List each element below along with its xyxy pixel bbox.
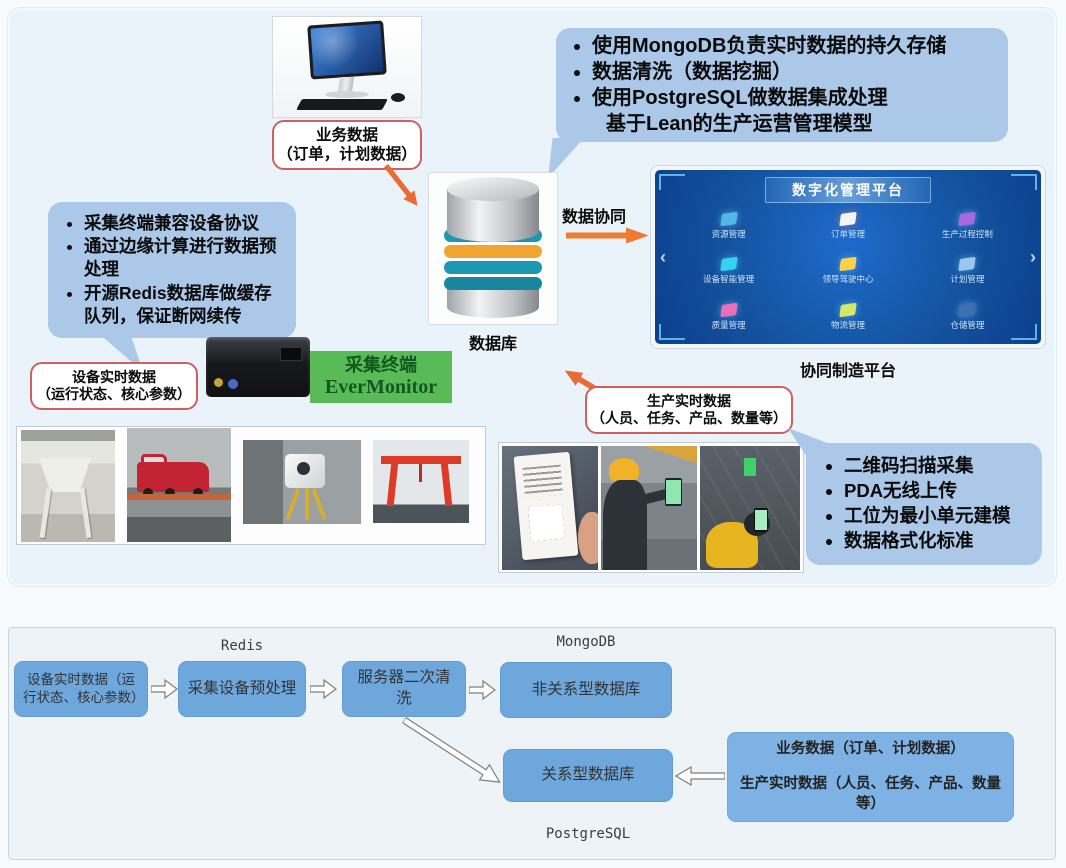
database-caption: 数据库 <box>468 336 517 353</box>
business-to-database-arrow <box>383 163 418 206</box>
scan-bullet-4: 数据格式化标准 <box>844 529 1011 554</box>
platform-module: 资源管理 <box>669 204 788 249</box>
module-icon <box>839 257 857 272</box>
flow-box-nosql-db: 非关系型数据库 <box>500 662 672 718</box>
platform-caption: 协同制造平台 <box>799 363 896 380</box>
flow-box-source-data: 业务数据（订单、计划数据） 生产实时数据（人员、任务、产品、数量等） <box>727 732 1014 822</box>
flow-arrow-left <box>675 766 725 786</box>
module-icon <box>839 302 857 318</box>
scan-bullet-3: 工位为最小单元建模 <box>844 504 1011 529</box>
module-icon <box>958 257 977 272</box>
edge-bullet-3: 开源Redis数据库做缓存队列，保证断网续传 <box>84 282 286 328</box>
io-port-icon <box>280 347 302 361</box>
antenna-connector-icon <box>228 379 238 389</box>
photo-qr-tag <box>502 446 598 570</box>
scan-bullet-2: PDA无线上传 <box>844 479 1011 504</box>
photo-mixing-plant <box>21 430 115 542</box>
database-cylinder-icon <box>444 177 542 318</box>
corner-bracket-icon <box>659 174 685 190</box>
platform-screen: 数字化管理平台 ‹ › 资源管理 订单管理 生产过程控制 设备智能管理 领导驾驶… <box>655 170 1041 344</box>
hard-hat-icon <box>609 458 639 482</box>
computer-keyboard-icon <box>296 99 388 110</box>
storage-callout: 使用MongoDB负责实时数据的持久存储 数据清洗（数据挖掘） 使用Postgr… <box>556 28 1008 142</box>
redis-label: Redis <box>220 638 264 654</box>
photo-gantry-crane <box>373 440 469 523</box>
collector-badge: 采集终端 EverMonitor <box>310 351 452 403</box>
flow-arrow-1 <box>151 679 178 699</box>
flow-arrow-diagonal <box>401 716 501 783</box>
photo-worker-scanning <box>601 446 697 570</box>
platform-module: 计划管理 <box>908 249 1027 294</box>
edge-callout: 采集终端兼容设备协议 通过边缘计算进行数据预处理 开源Redis数据库做缓存队列… <box>48 202 296 338</box>
corner-bracket-icon <box>659 324 685 340</box>
business-data-line1: 业务数据 <box>315 126 378 144</box>
module-icon <box>958 302 977 318</box>
storage-bullet-1: 使用MongoDB负责实时数据的持久存储 <box>592 33 946 59</box>
module-icon <box>958 211 977 227</box>
photo-laser-scanner <box>243 440 361 524</box>
module-icon <box>839 211 857 227</box>
module-icon <box>719 257 738 272</box>
qr-code-icon <box>528 504 565 542</box>
flow-box-relational-db: 关系型数据库 <box>503 749 673 802</box>
storage-bullet-3: 使用PostgreSQL做数据集成处理 <box>592 85 946 111</box>
database-image <box>428 172 558 325</box>
antenna-connector-icon <box>214 378 223 387</box>
storage-bullet-3-continuation: 基于Lean的生产运营管理模型 <box>606 113 873 135</box>
pda-phone-icon <box>754 508 768 532</box>
platform-module: 订单管理 <box>788 204 907 249</box>
flow-box-device-data: 设备实时数据（运行状态、核心参数） <box>14 661 148 717</box>
business-data-label: 业务数据 （订单，计划数据） <box>272 120 422 170</box>
mongodb-label: MongoDB <box>556 634 616 650</box>
platform-module: 物流管理 <box>788 295 907 340</box>
flow-box-server-clean: 服务器二次清洗 <box>342 661 466 717</box>
photo-worker-overhead <box>700 446 800 570</box>
edge-bullet-2: 通过边缘计算进行数据预处理 <box>84 235 286 281</box>
production-photo-strip <box>498 442 804 573</box>
module-icon <box>719 211 738 227</box>
computer-mouse-icon <box>391 93 405 102</box>
scan-bullet-1: 二维码扫描采集 <box>844 454 1011 479</box>
flow-box-preprocess: 采集设备预处理 <box>178 661 306 717</box>
platform-title: 数字化管理平台 <box>765 177 931 203</box>
platform-screenshot: 数字化管理平台 ‹ › 资源管理 订单管理 生产过程控制 设备智能管理 领导驾驶… <box>650 165 1046 349</box>
platform-module: 领导驾驶中心 <box>788 249 907 294</box>
device-data-line2: （运行状态、核心参数） <box>37 386 191 402</box>
collector-badge-line2: EverMonitor <box>324 375 438 398</box>
business-computer-image <box>272 16 422 118</box>
equipment-photo-strip <box>16 426 486 545</box>
platform-module: 生产过程控制 <box>908 204 1027 249</box>
device-data-line1: 设备实时数据 <box>72 368 156 385</box>
platform-module: 设备智能管理 <box>669 249 788 294</box>
platform-module: 质量管理 <box>669 295 788 340</box>
collector-badge-line1: 采集终端 <box>345 355 417 376</box>
flow-arrow-3 <box>469 680 496 700</box>
photo-truck-weighbridge <box>127 428 231 542</box>
platform-module-grid: 资源管理 订单管理 生产过程控制 设备智能管理 领导驾驶中心 计划管理 质量管理… <box>669 204 1027 340</box>
platform-module: 仓储管理 <box>908 295 1027 340</box>
storage-bullet-2: 数据清洗（数据挖掘） <box>592 59 946 85</box>
corner-bracket-icon <box>1011 324 1037 340</box>
edge-bullet-1: 采集终端兼容设备协议 <box>84 212 286 235</box>
device-data-label: 设备实时数据 （运行状态、核心参数） <box>30 362 198 410</box>
business-data-line2: （订单，计划数据） <box>277 146 417 163</box>
collector-device-image <box>206 337 310 397</box>
source-data-line1: 业务数据（订单、计划数据） <box>776 740 965 757</box>
platform-prev-icon: ‹ <box>660 246 666 267</box>
data-sync-arrow <box>566 227 649 244</box>
flow-arrow-2 <box>310 679 337 699</box>
scan-callout: 二维码扫描采集 PDA无线上传 工位为最小单元建模 数据格式化标准 <box>806 443 1042 565</box>
production-data-line2: （人员、任务、产品、数量等） <box>591 410 787 426</box>
production-data-line1: 生产实时数据 <box>647 392 731 409</box>
module-icon <box>719 302 738 318</box>
computer-monitor-icon <box>307 20 387 80</box>
production-data-label: 生产实时数据 （人员、任务、产品、数量等） <box>585 386 793 434</box>
data-sync-label: 数据协同 <box>562 209 627 226</box>
corner-bracket-icon <box>1011 174 1037 190</box>
pda-phone-icon <box>665 478 682 506</box>
platform-next-icon: › <box>1030 246 1036 267</box>
postgresql-label: PostgreSQL <box>545 826 631 842</box>
source-data-line2: 生产实时数据（人员、任务、产品、数量等） <box>740 776 1001 812</box>
